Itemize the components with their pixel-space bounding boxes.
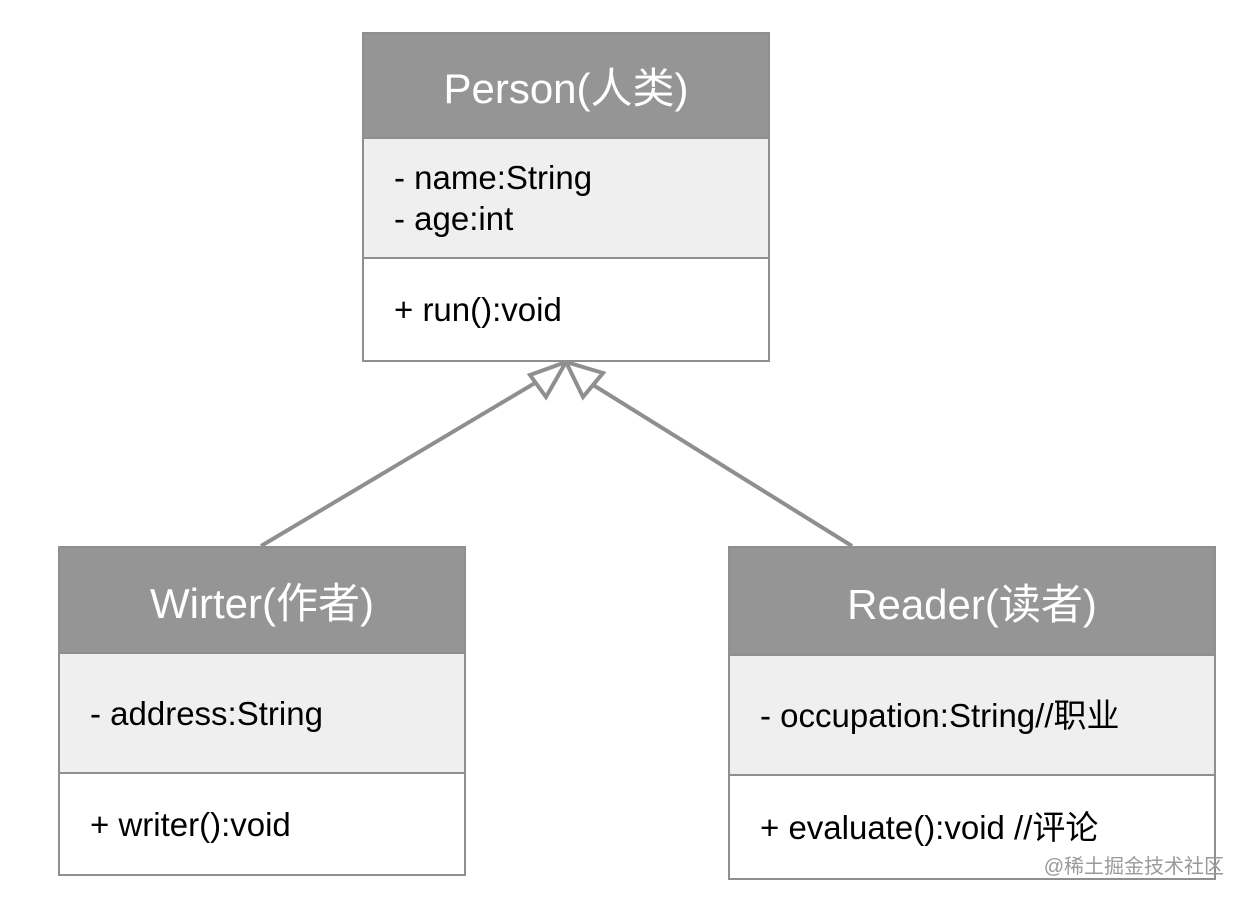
class-writer: Wirter(作者) - address:String + writer():v… xyxy=(58,546,466,876)
attribute-age: - age:int xyxy=(394,200,514,237)
class-writer-name: Wirter(作者) xyxy=(60,548,464,654)
class-reader-name: Reader(读者) xyxy=(730,548,1214,656)
class-person: Person(人类) - name:String - age:int + run… xyxy=(362,32,770,362)
method-writer: + writer():void xyxy=(90,805,291,843)
attribute-name: - name:String xyxy=(394,159,593,196)
attribute-occupation: - occupation:String//职业 xyxy=(760,696,1120,734)
class-reader-attributes: - occupation:String//职业 xyxy=(730,656,1214,776)
method-run: + run():void xyxy=(394,291,562,328)
method-evaluate: + evaluate():void //评论 xyxy=(760,808,1099,846)
class-reader: Reader(读者) - occupation:String//职业 + eva… xyxy=(728,546,1216,880)
arrowhead-writer-person xyxy=(526,358,571,401)
attribute-address: - address:String xyxy=(90,694,323,732)
class-person-methods: + run():void xyxy=(364,259,768,360)
class-person-attributes: - name:String - age:int xyxy=(364,139,768,259)
edge-writer-person xyxy=(259,378,542,548)
watermark-text: @稀土掘金技术社区 xyxy=(1043,856,1224,878)
class-writer-attributes: - address:String xyxy=(60,654,464,774)
class-person-name: Person(人类) xyxy=(364,34,768,139)
edge-reader-person xyxy=(588,381,854,548)
arrowhead-reader-person xyxy=(562,358,607,401)
class-writer-methods: + writer():void xyxy=(60,774,464,874)
class-reader-methods: + evaluate():void //评论 xyxy=(730,776,1214,878)
